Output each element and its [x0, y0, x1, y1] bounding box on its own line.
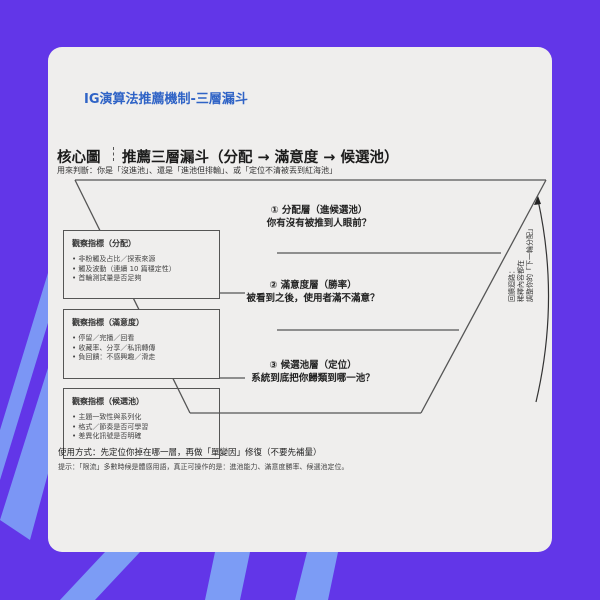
layer-1-label: ① 分配層（進候選池） 你有沒有被推到人眼前？ [244, 205, 394, 230]
indicator-box-title: 觀察指標（滿意度） [72, 318, 144, 327]
layer-3-label: ③ 候選池層（定位） 系統到底把你歸類到哪一池？ [238, 360, 388, 385]
feedback-line-1: 回饋迴路： [508, 267, 516, 302]
layer-2-label: ② 滿意度層（勝率） 被看到之後，使用者滿不滿意？ [233, 280, 393, 305]
indicator-item: 主題一致性與系列化 [72, 413, 219, 423]
layer-3-question: 系統到底把你歸類到哪一池？ [251, 372, 375, 384]
indicator-box-satisfaction: 觀察指標（滿意度） 停留／完播／回看 收藏率、分享／私訊轉傳 負回饋：不感興趣／… [63, 309, 220, 379]
indicator-item: 收藏率、分享／私訊轉傳 [72, 344, 219, 354]
layer-3-title: ③ 候選池層（定位） [269, 360, 357, 371]
usage-method: 使用方式：先定位你掉在哪一層，再做「單變因」修復（不要先補量） [58, 448, 322, 458]
core-label: 核心圖 [57, 150, 101, 166]
layer-1-title: ① 分配層（進候選池） [270, 205, 368, 216]
layer-1-question: 你有沒有被推到人眼前？ [266, 217, 372, 229]
feedback-line-3: 調整你的「下一輪分配」 [526, 225, 534, 302]
layer-2-question: 被看到之後，使用者滿不滿意？ [246, 292, 380, 304]
hint-text: 提示：「限流」多數時候是體感用語，真正可操作的是：進池能力、滿意度勝率、候選池定… [58, 463, 349, 471]
indicator-box-title: 觀察指標（候選池） [72, 397, 144, 406]
indicator-item: 首輪測試量是否足夠 [72, 274, 219, 284]
indicator-item: 觸及波動（連續 10 篇穩定性） [72, 265, 219, 275]
core-title: 推薦三層漏斗（分配 → 滿意度 → 候選池） [122, 150, 399, 166]
layer-2-title: ② 滿意度層（勝率） [269, 280, 357, 291]
indicator-box-candidate-pool: 觀察指標（候選池） 主題一致性與系列化 格式／節奏是否可學習 差異化訊號是否明確 [63, 388, 220, 459]
feedback-loop-note: 回饋迴路： 稀釋內容都在 調整你的「下一輪分配」 [508, 225, 535, 302]
indicator-box-title: 觀察指標（分配） [72, 239, 136, 248]
indicator-box-distribution: 觀察指標（分配） 非粉觸及占比／探索來源 觸及波動（連續 10 篇穩定性） 首輪… [63, 230, 220, 299]
indicator-item: 差異化訊號是否明確 [72, 432, 219, 442]
indicator-item: 非粉觸及占比／探索來源 [72, 255, 219, 265]
indicator-item: 負回饋：不感興趣／滑走 [72, 353, 219, 363]
indicator-item: 格式／節奏是否可學習 [72, 423, 219, 433]
indicator-item: 停留／完播／回看 [72, 334, 219, 344]
usage-description: 用來判斷：你是「沒進池」、還是「進池但排輸」、或「定位不清被丟到紅海池」 [57, 166, 337, 175]
page-title: IG演算法推薦機制-三層漏斗 [84, 92, 248, 107]
title-separator [113, 147, 114, 161]
feedback-line-2: 稀釋內容都在 [517, 260, 525, 302]
